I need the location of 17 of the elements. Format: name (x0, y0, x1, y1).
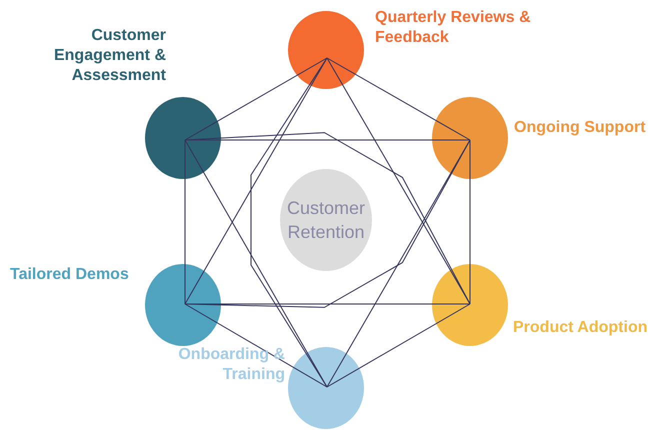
node-label: Tailored Demos (10, 265, 129, 285)
node-label: Customer Engagement & Assessment (52, 26, 166, 86)
connector-line (184, 140, 186, 304)
connector-line (184, 58, 328, 304)
connector-line (326, 140, 470, 388)
node-label: Onboarding & Training (177, 345, 285, 385)
node-text: Customer Retention (286, 197, 366, 244)
connector-line (326, 58, 470, 304)
connector-line (184, 140, 328, 388)
connector-line (326, 304, 470, 388)
node-label: Ongoing Support (514, 118, 646, 138)
connector-line (250, 58, 328, 388)
node-label: Product Adoption (513, 318, 648, 338)
connector-line (184, 304, 328, 388)
connector-line (184, 58, 328, 140)
connector-line (326, 58, 470, 140)
node-label: Quarterly Reviews & Feedback (375, 8, 532, 48)
